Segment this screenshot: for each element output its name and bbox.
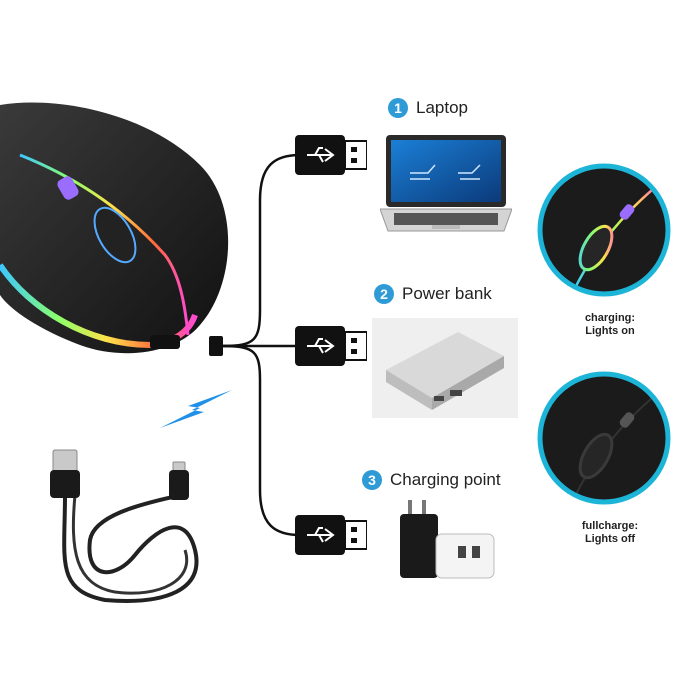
- wireless-mouse-image: [0, 102, 229, 354]
- usb-cable-image: [50, 449, 199, 603]
- source-label-text: Laptop: [416, 98, 468, 117]
- laptop-image: [380, 135, 512, 232]
- status-caption-line: Lights off: [584, 533, 636, 545]
- full-charge-status-caption: fullcharge: Lights off: [550, 520, 670, 546]
- step-number-badge: 3: [362, 470, 382, 490]
- step-number-badge: 2: [374, 284, 394, 304]
- source-label-text: Power bank: [402, 284, 492, 303]
- charging-status-caption: charging: Lights on: [550, 312, 670, 338]
- source-label-text: Charging point: [390, 470, 501, 489]
- full-charge-status-image: [537, 371, 671, 505]
- usb-plug-charging-point: [295, 515, 367, 555]
- status-caption-line: charging:: [584, 312, 636, 324]
- status-caption-line: fullcharge:: [581, 520, 639, 532]
- usb-icon: [295, 135, 367, 175]
- step-number-badge: 1: [388, 98, 408, 118]
- usb-icon: [295, 515, 367, 555]
- charging-status-image: [537, 163, 671, 297]
- source-label-laptop: 1 Laptop: [388, 98, 468, 118]
- status-caption-line: Lights on: [585, 325, 635, 337]
- source-label-charging-point: 3 Charging point: [362, 470, 501, 490]
- usb-icon: [295, 326, 367, 366]
- connection-cable: [209, 153, 301, 537]
- wall-charger-image: [400, 500, 495, 579]
- lightning-icon: [160, 390, 232, 428]
- usb-plug-power-bank: [295, 326, 367, 366]
- power-bank-image: [372, 318, 518, 418]
- usb-plug-laptop: [295, 135, 367, 175]
- source-label-power-bank: 2 Power bank: [374, 284, 492, 304]
